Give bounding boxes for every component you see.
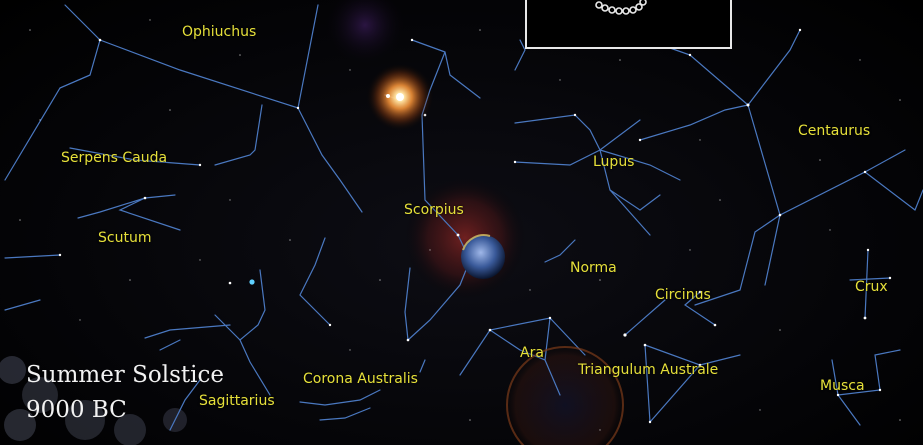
stars bbox=[19, 19, 901, 431]
label-lupus[interactable]: Lupus bbox=[593, 154, 635, 170]
label-corona-australis[interactable]: Corona Australis bbox=[303, 371, 418, 387]
star-near-sun bbox=[386, 94, 390, 98]
halo-ring bbox=[506, 346, 624, 445]
label-ophiuchus[interactable]: Ophiuchus bbox=[182, 24, 257, 40]
constellation-lines bbox=[4, 4, 923, 431]
label-scutum[interactable]: Scutum bbox=[98, 230, 152, 246]
faint-halo bbox=[503, 343, 627, 445]
nebula-glow bbox=[323, 0, 407, 67]
inset-panel bbox=[525, 0, 732, 49]
label-circinus[interactable]: Circinus bbox=[655, 287, 711, 303]
planet-rim bbox=[462, 234, 491, 251]
label-musca[interactable]: Musca bbox=[820, 378, 865, 394]
event-caption: Summer Solstice bbox=[26, 362, 224, 388]
milky-way-cluster bbox=[0, 356, 187, 445]
chain-icon bbox=[595, 0, 647, 15]
planet-halo bbox=[403, 176, 527, 300]
label-triangulum-australe[interactable]: Triangulum Australe bbox=[578, 362, 719, 378]
sun[interactable] bbox=[396, 93, 404, 101]
label-norma[interactable]: Norma bbox=[570, 260, 617, 276]
label-sagittarius[interactable]: Sagittarius bbox=[199, 393, 275, 409]
label-centaurus[interactable]: Centaurus bbox=[798, 123, 871, 139]
planet[interactable] bbox=[461, 235, 505, 279]
year-caption: 9000 BC bbox=[26, 397, 127, 423]
label-scorpius[interactable]: Scorpius bbox=[404, 202, 464, 218]
label-serpens-cauda[interactable]: Serpens Cauda bbox=[61, 150, 168, 166]
label-crux[interactable]: Crux bbox=[855, 279, 888, 295]
label-ara[interactable]: Ara bbox=[520, 345, 544, 361]
